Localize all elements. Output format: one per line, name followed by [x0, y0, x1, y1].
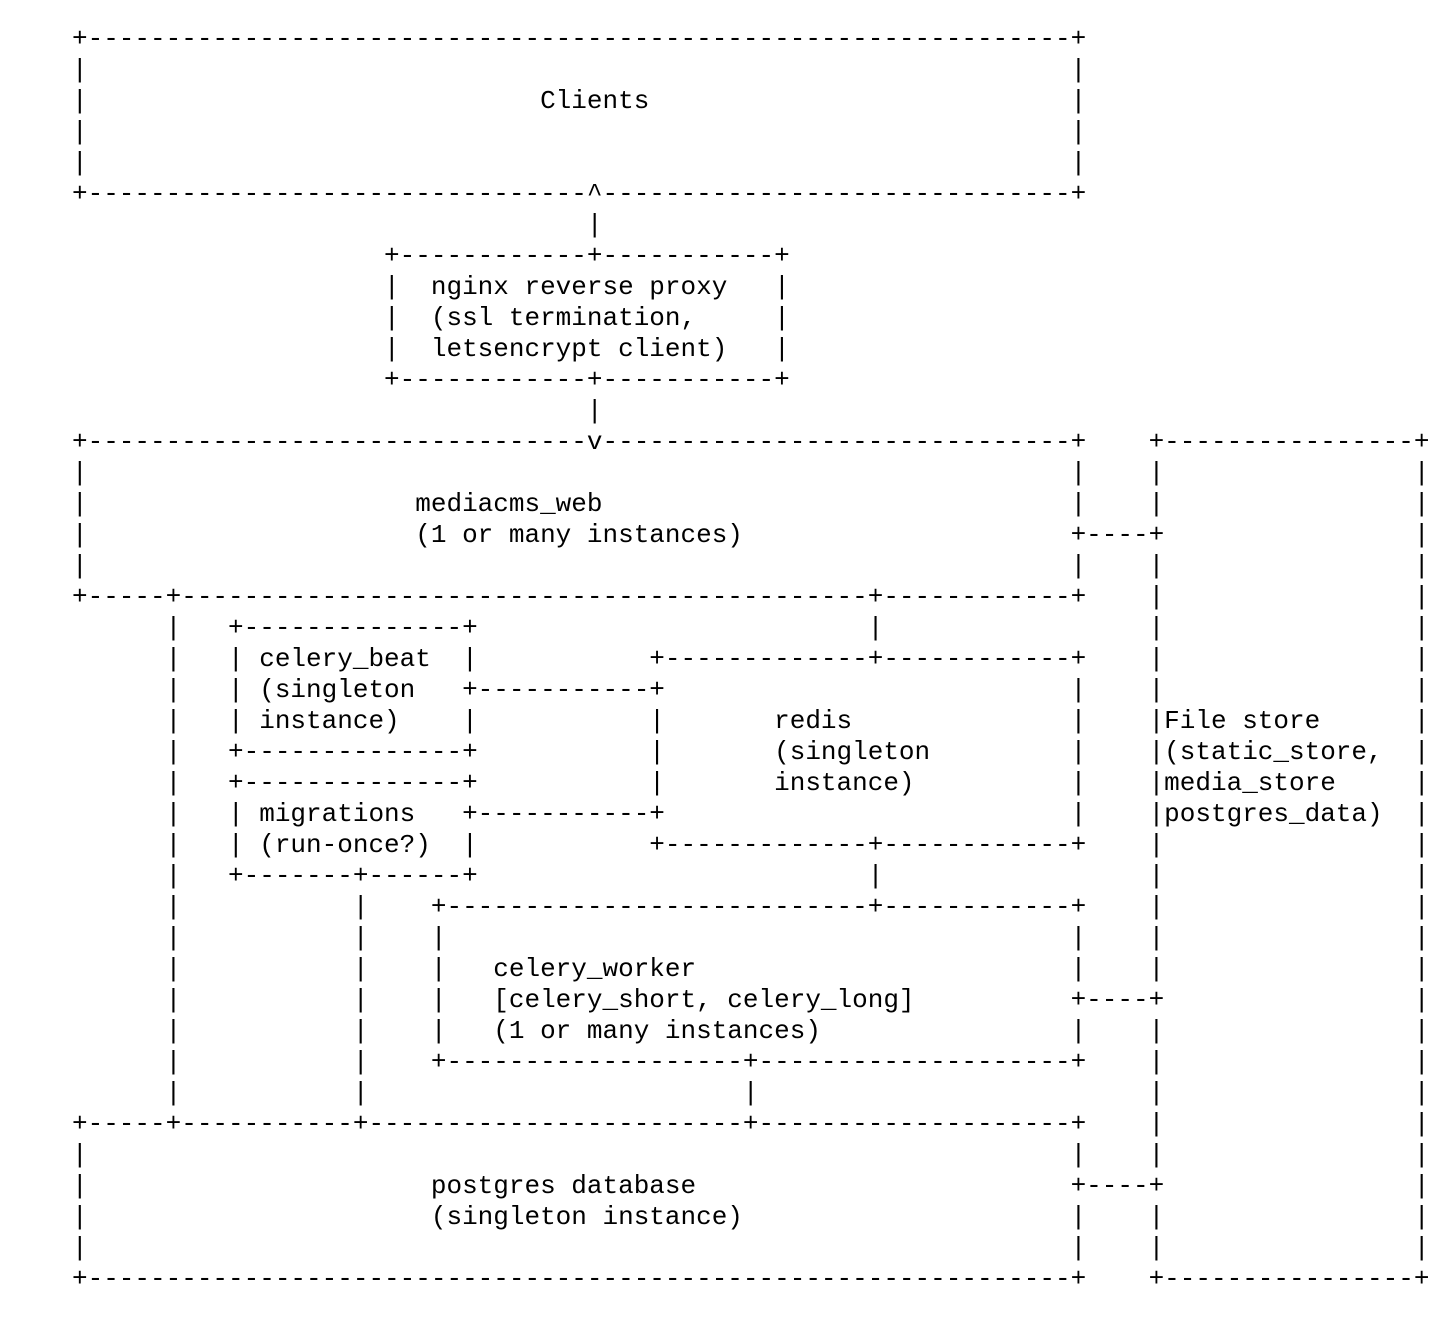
ascii-architecture-diagram: +---------------------------------------… — [72, 24, 1430, 1294]
